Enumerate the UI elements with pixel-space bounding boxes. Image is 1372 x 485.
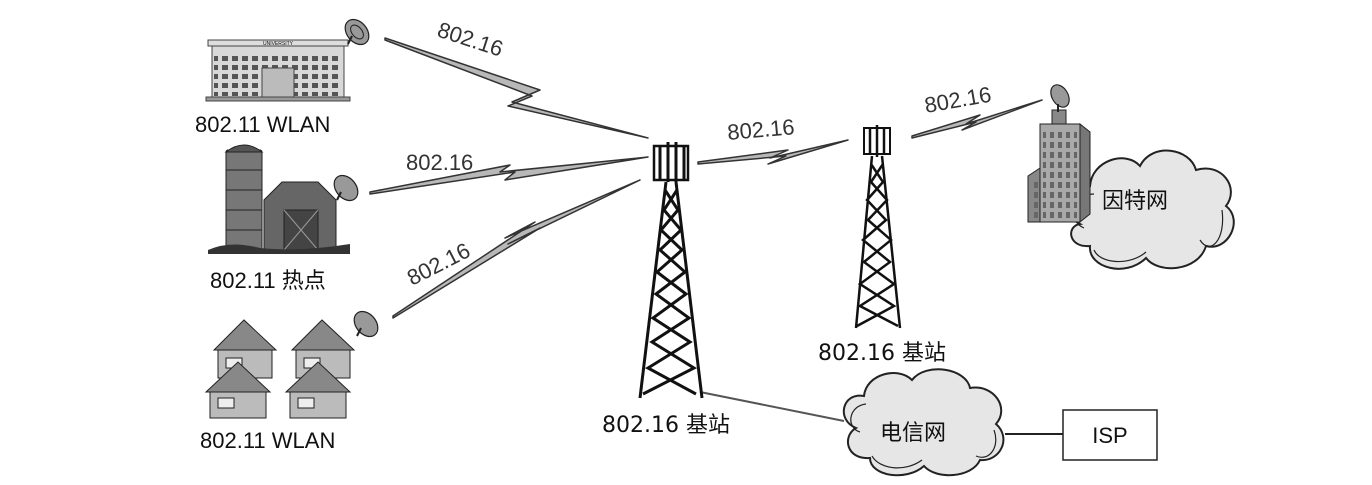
- telecom-cloud: [842, 368, 1005, 477]
- link-houses-bolt: [392, 179, 641, 319]
- link-label-houses: 802.16: [403, 238, 474, 291]
- relay-tower-label: 802.16 基站: [818, 341, 946, 366]
- link-label-backhaul: 802.16: [726, 114, 795, 145]
- farm-label: 802.11 热点: [210, 268, 326, 293]
- link-farm-bolt: [369, 156, 649, 195]
- link-label-farm: 802.16: [406, 150, 473, 175]
- university-sign: UNIVERSITY: [263, 41, 294, 47]
- link-internet-bolt: [911, 99, 1043, 139]
- farm-building: [208, 144, 350, 254]
- satellite-dish-icon: [333, 174, 359, 202]
- internet-label: 因特网: [1102, 189, 1168, 214]
- link-label-university: 802.16: [434, 17, 506, 62]
- satellite-dish-icon: [353, 310, 379, 338]
- link-university-bolt: [384, 37, 649, 139]
- main-tower-icon: [638, 142, 704, 399]
- relay-tower-icon: [854, 125, 902, 329]
- houses-group: [204, 319, 356, 419]
- satellite-dish-icon: [344, 18, 370, 46]
- telecom-label: 电信网: [880, 421, 946, 446]
- university-building: UNIVERSITY: [205, 39, 351, 102]
- isp-box: [1062, 409, 1158, 461]
- main-tower-label: 802.16 基站: [602, 413, 730, 438]
- link-label-internet: 802.16: [923, 82, 994, 118]
- office-building-icon: [1027, 109, 1091, 224]
- isp-label: ISP: [1092, 423, 1127, 448]
- university-label: 802.11 WLAN: [195, 112, 330, 137]
- satellite-dish-icon: [1050, 84, 1070, 112]
- link-tower-telecom: [699, 391, 845, 422]
- house-icon: [284, 361, 352, 419]
- house-icon: [204, 361, 272, 419]
- link-backhaul-bolt: [697, 139, 849, 165]
- houses-label: 802.11 WLAN: [200, 428, 335, 453]
